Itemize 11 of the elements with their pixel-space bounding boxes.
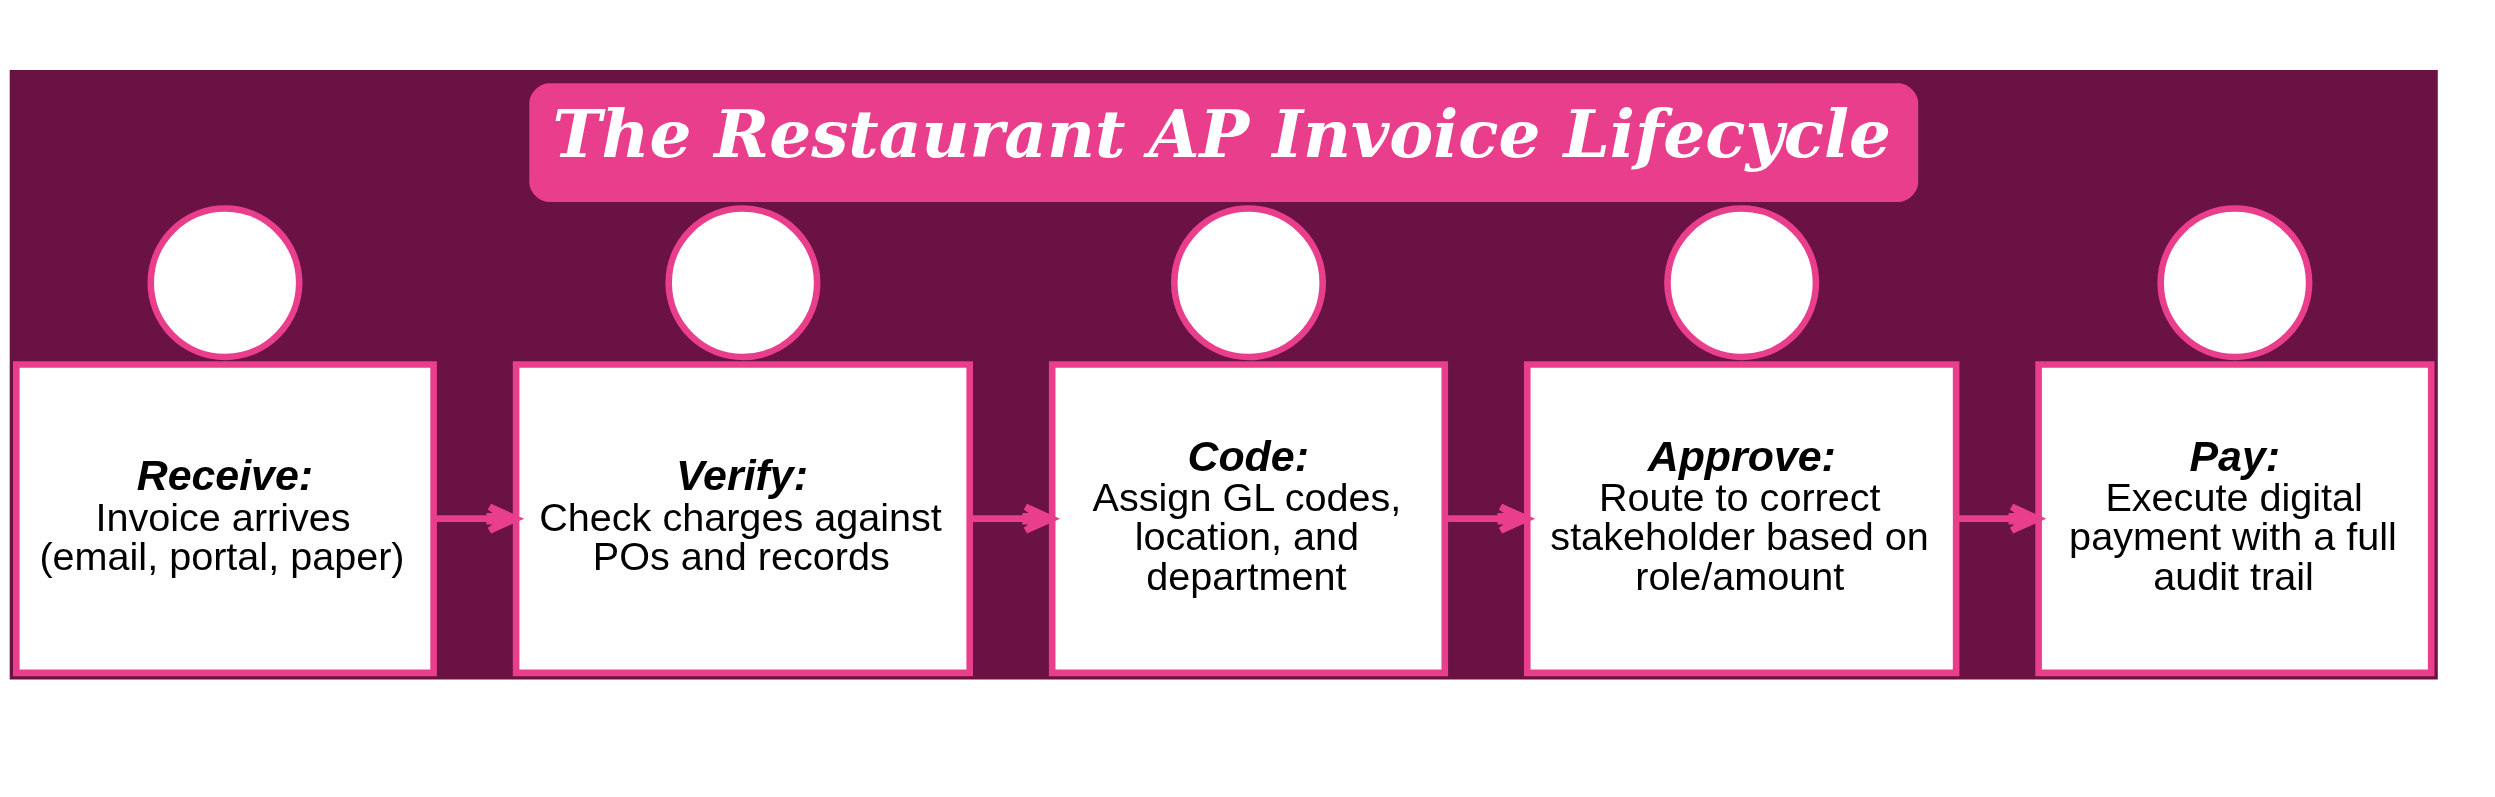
node-box: Receive: Invoice arrives (email, portal, paper) [13,361,437,677]
node-box: Approve: Route to correct stakeholder based on role/amount [1523,361,1960,677]
node-circle [2157,205,2313,361]
node-circle [1170,205,1326,361]
node-box: Code: Assign GL codes, location, and department [1048,361,1449,677]
node-box: Pay: Execute digital payment with a full audit trail [2035,361,2435,677]
node-circle [147,205,303,361]
node-box: Verify: Check charges against POs and records [512,361,973,677]
diagram-title: The Restaurant AP Invoice Lifecycle [552,95,1891,174]
node-circle [1664,205,1820,361]
node-circle [665,205,821,361]
